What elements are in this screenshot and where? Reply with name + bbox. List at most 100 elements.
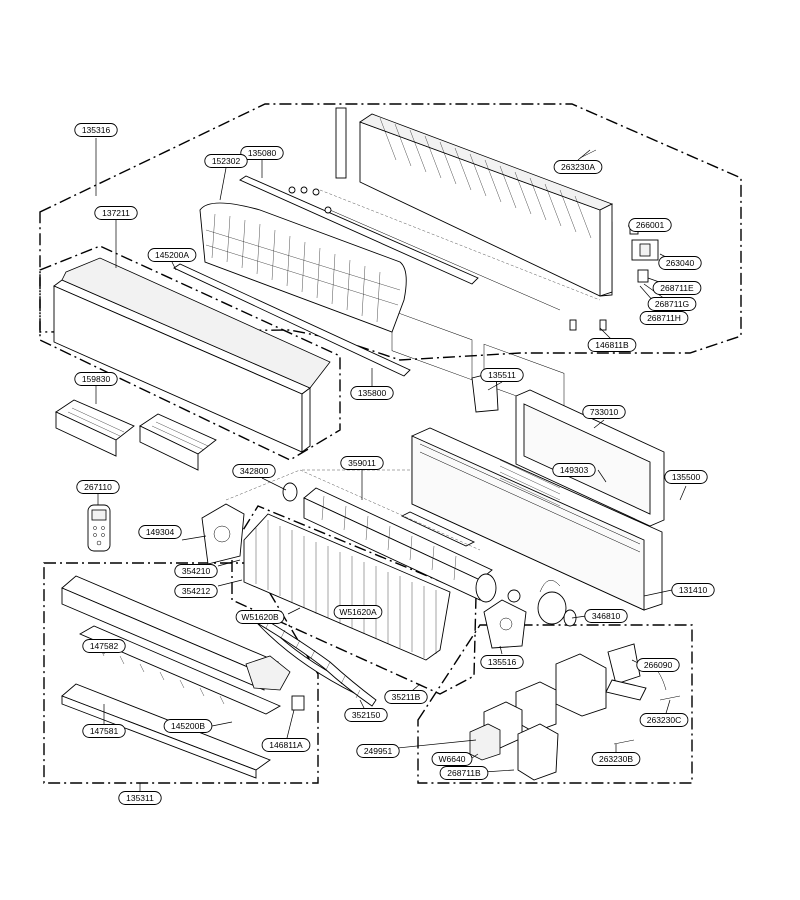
part-number-text: 359011: [348, 458, 376, 468]
part-label-frame: [584, 609, 628, 623]
part-number-text: 342800: [240, 466, 269, 476]
part-number-text: 268711E: [660, 283, 694, 293]
part-label: W6640: [431, 752, 473, 766]
cross-flow-fan: [282, 482, 497, 603]
part-number-text: W51620B: [241, 612, 279, 622]
part-label-frame: [480, 655, 524, 669]
part-label: 352150: [344, 708, 388, 722]
part-label: 263230B: [591, 752, 641, 766]
part-label: 354212: [174, 584, 218, 598]
part-label: 263230A: [553, 160, 603, 174]
part-number-text: 131410: [679, 585, 708, 595]
part-number-text: 266001: [636, 220, 665, 230]
part-label: 263040: [658, 256, 702, 270]
group-outline-evaporator: [231, 505, 477, 695]
part-label: 149303: [552, 463, 596, 477]
part-label: 152302: [204, 154, 248, 168]
part-label-frame: [74, 123, 118, 137]
part-label: 342800: [232, 464, 276, 478]
part-label-frame: [350, 386, 394, 400]
part-label-frame: [671, 583, 715, 597]
part-label-frame: [431, 752, 473, 766]
part-number-text: 267110: [84, 482, 112, 492]
part-label-frame: [74, 372, 118, 386]
part-number-text: 146811A: [269, 740, 303, 750]
part-label: 249951: [356, 744, 400, 758]
part-label-frame: [553, 160, 603, 174]
part-number-text: 135316: [82, 125, 111, 135]
part-label: 359011: [340, 456, 384, 470]
chassis-frame: [319, 107, 613, 414]
part-label: 135316: [74, 123, 118, 137]
part-number-text: 145200B: [171, 721, 205, 731]
part-label-frame: [333, 605, 383, 619]
part-label-frame: [639, 713, 689, 727]
part-number-text: 135311: [126, 793, 154, 803]
part-label: 145200A: [147, 248, 197, 262]
part-label-frame: [628, 218, 672, 232]
part-label-frame: [82, 639, 126, 653]
group-outline-top: [39, 103, 742, 361]
part-label: 35211B: [384, 690, 428, 704]
part-label-frame: [658, 256, 702, 270]
part-number-text: 35211B: [392, 692, 421, 702]
part-label: 268711E: [652, 281, 702, 295]
control-small-parts: [288, 149, 659, 331]
part-label: 268711H: [639, 311, 689, 325]
part-label-frame: [204, 154, 248, 168]
part-label-frame: [261, 738, 311, 752]
part-label: 354210: [174, 564, 218, 578]
part-label: 146811B: [587, 338, 637, 352]
part-label-frame: [94, 206, 138, 220]
part-number-text: 149304: [146, 527, 175, 537]
part-label: 266001: [628, 218, 672, 232]
part-label-frame: [439, 766, 489, 780]
part-label: 135800: [350, 386, 394, 400]
part-label: 137211: [94, 206, 138, 220]
part-number-text: 146811B: [595, 340, 629, 350]
part-label: 268711G: [647, 297, 697, 311]
part-label: 135311: [118, 791, 162, 805]
motor-assembly: [471, 371, 577, 649]
vane-assembly: [55, 399, 217, 471]
part-label-frame: [340, 456, 384, 470]
part-label: 268711B: [439, 766, 489, 780]
part-label-frame: [174, 584, 218, 598]
part-number-text: 149303: [560, 465, 589, 475]
part-number-text: 249951: [364, 746, 393, 756]
louver-assembly: [61, 575, 305, 779]
rods: [173, 175, 561, 377]
part-label: 733010: [582, 405, 626, 419]
part-label: 146811A: [261, 738, 311, 752]
part-label-frame: [664, 470, 708, 484]
part-label: 149304: [138, 525, 182, 539]
part-number-text: 147582: [90, 641, 119, 651]
part-number-text: 354210: [182, 566, 211, 576]
part-number-text: 263040: [666, 258, 695, 268]
part-label-frame: [591, 752, 641, 766]
part-number-text: 135800: [358, 388, 387, 398]
part-label: 266090: [636, 658, 680, 672]
part-label-frame: [174, 564, 218, 578]
part-number-text: 135080: [248, 148, 277, 158]
group-outlines: [39, 103, 742, 784]
part-label: 131410: [671, 583, 715, 597]
part-number-text: 135500: [672, 472, 701, 482]
part-label-frame: [384, 690, 428, 704]
part-label: 135500: [664, 470, 708, 484]
front-panel: [53, 257, 331, 453]
group-outline-control: [417, 624, 693, 784]
part-label: 346810: [584, 609, 628, 623]
part-label: 263230C: [639, 713, 689, 727]
part-label-frame: [582, 405, 626, 419]
part-label-frame: [356, 744, 400, 758]
part-label-frame: [118, 791, 162, 805]
part-label: 135516: [480, 655, 524, 669]
part-label: 145200B: [163, 719, 213, 733]
part-number-text: 268711H: [647, 313, 681, 323]
part-label-frame: [232, 464, 276, 478]
part-number-text: 352150: [352, 710, 381, 720]
remote-control-icon: [87, 504, 111, 552]
part-number-text: 145200A: [155, 250, 189, 260]
part-number-text: 263230A: [561, 162, 595, 172]
